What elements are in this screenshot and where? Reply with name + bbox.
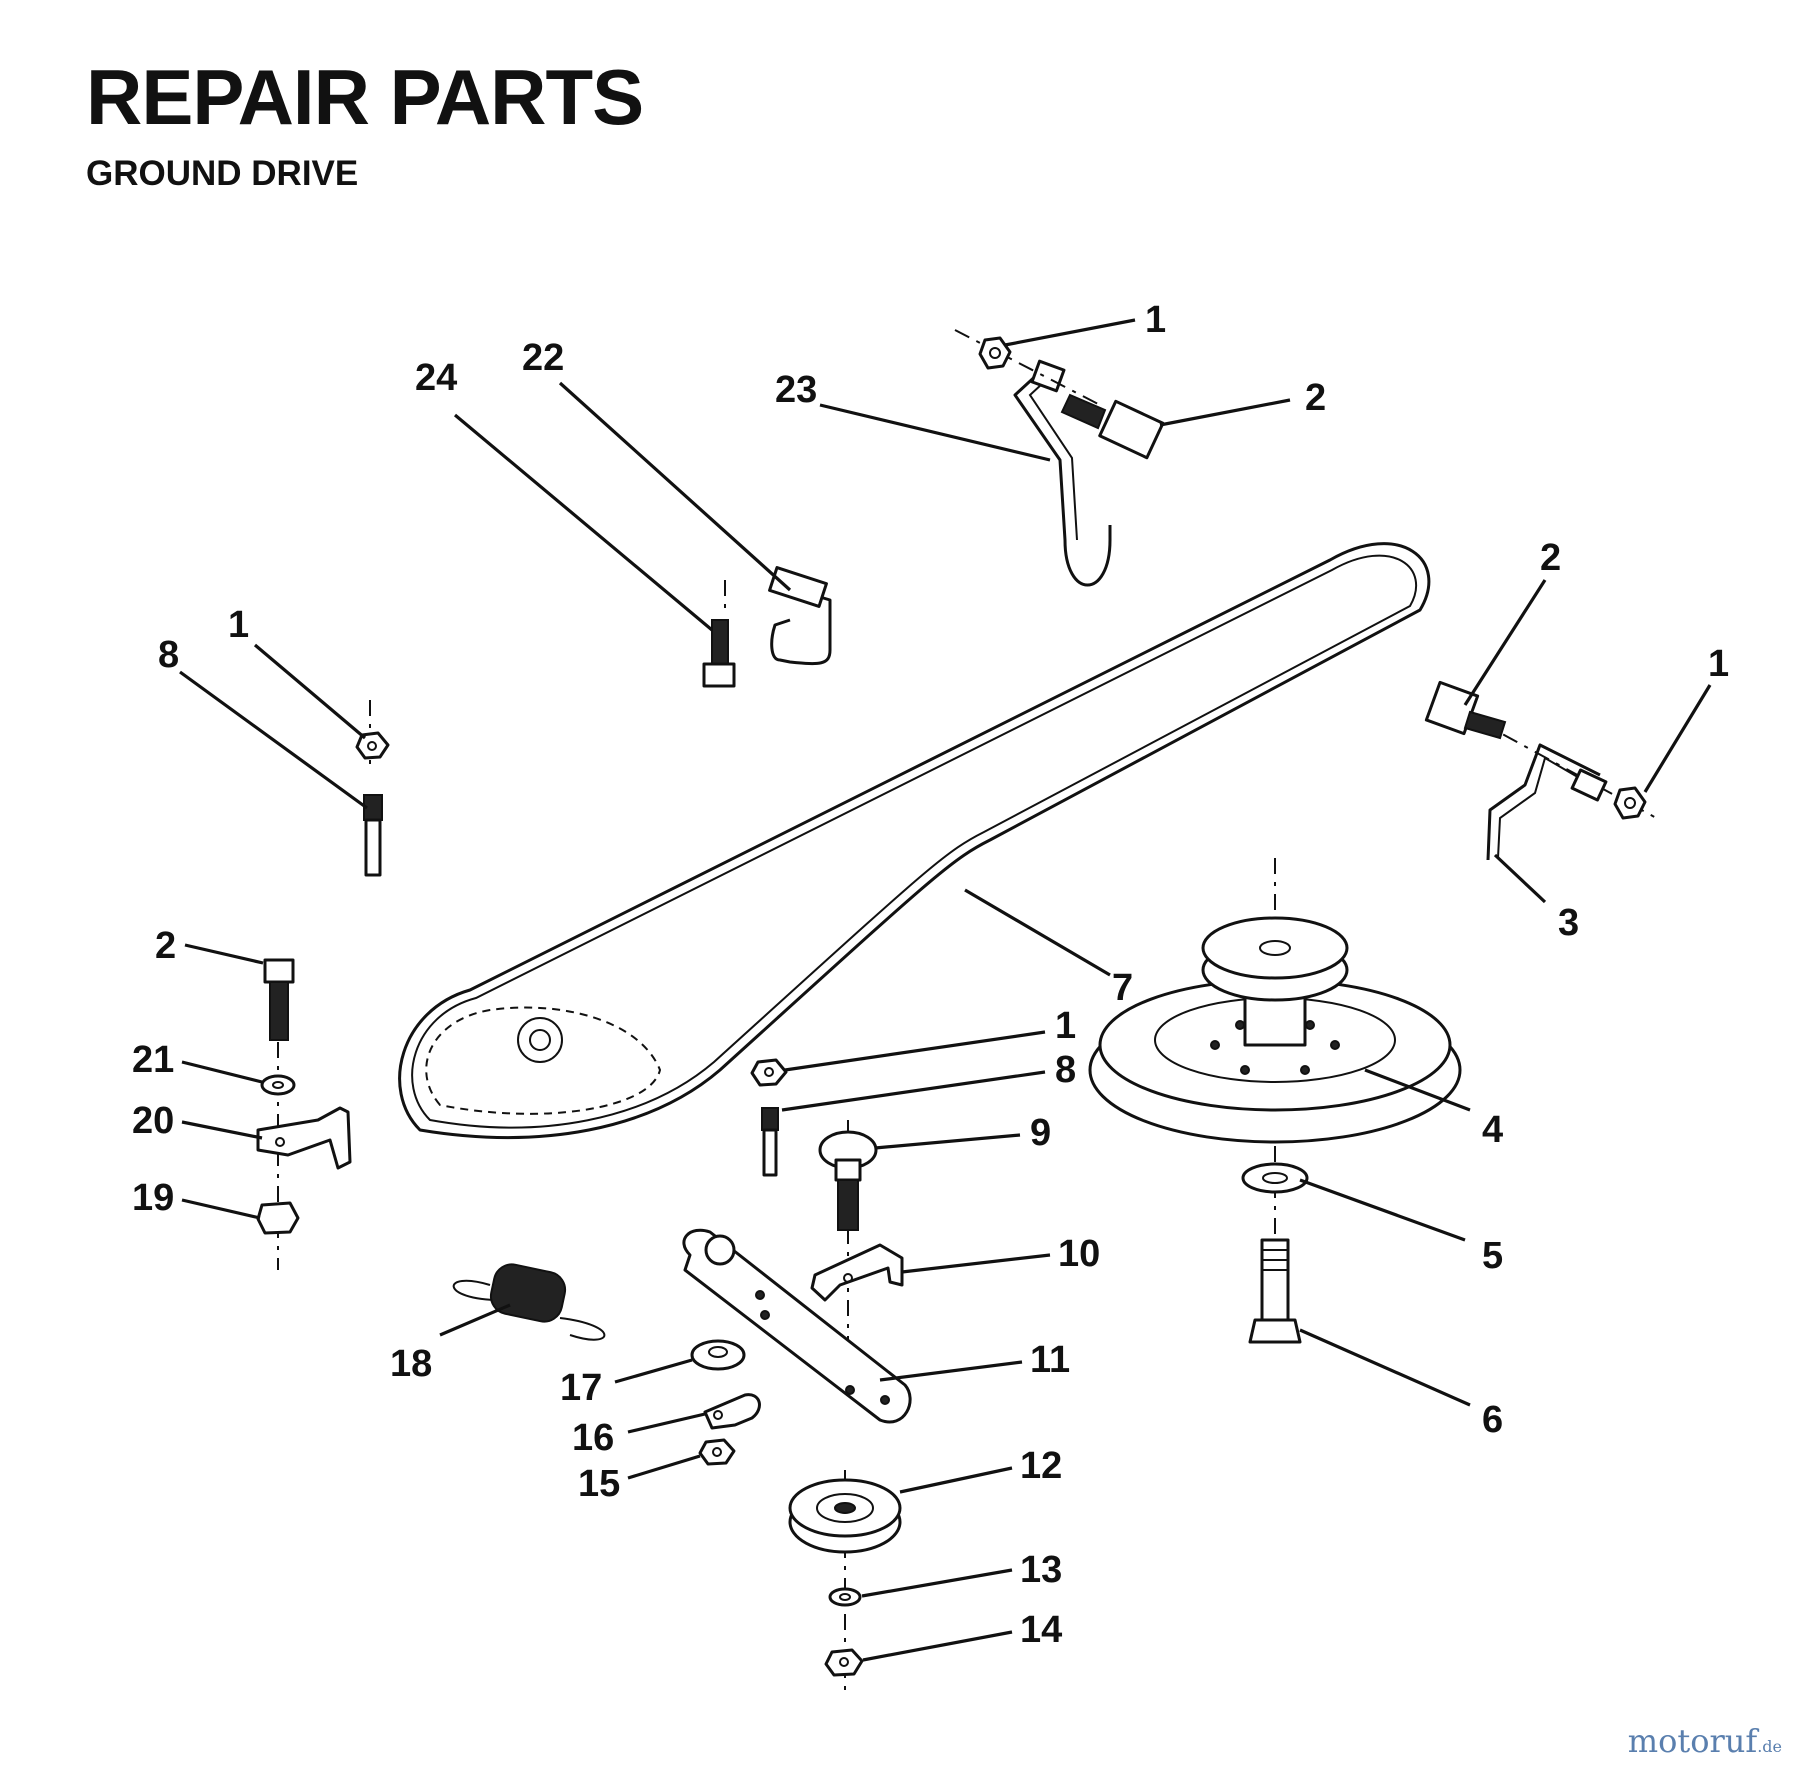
engine-pulley[interactable] [1088, 916, 1462, 1144]
hex-flange-screw[interactable] [702, 619, 736, 688]
callout-8-left: 8 [158, 634, 179, 676]
callout-3: 3 [1558, 902, 1579, 944]
callout-1-right: 1 [1708, 643, 1729, 685]
callout-14: 14 [1020, 1609, 1062, 1651]
belt-guide-clip[interactable] [256, 1106, 352, 1170]
callout-18: 18 [390, 1343, 432, 1385]
hex-bolt[interactable] [263, 958, 295, 1041]
callout-1-center: 1 [1055, 1005, 1076, 1047]
hex-bolt[interactable] [1424, 680, 1507, 740]
callout-2-left: 2 [155, 925, 176, 967]
callout-24: 24 [415, 357, 457, 399]
hex-nut[interactable] [978, 336, 1012, 370]
callout-12: 12 [1020, 1445, 1062, 1487]
watermark-tld: .de [1757, 1737, 1782, 1756]
flat-washer[interactable] [1241, 1162, 1309, 1194]
leader-lines [179, 318, 1712, 1662]
spring-clip[interactable] [703, 1393, 761, 1430]
idler-bracket[interactable] [810, 1243, 904, 1302]
hex-bolt[interactable] [1248, 1238, 1302, 1344]
belt-guide-bracket-upper[interactable] [1013, 359, 1112, 587]
callout-17: 17 [560, 1367, 602, 1409]
callout-19: 19 [132, 1177, 174, 1219]
callout-8-center: 8 [1055, 1049, 1076, 1091]
callout-21: 21 [132, 1039, 174, 1081]
hex-nut[interactable] [1613, 786, 1647, 820]
callout-5: 5 [1482, 1235, 1503, 1277]
drive-belt[interactable] [398, 542, 1431, 1139]
callout-22: 22 [522, 337, 564, 379]
hex-nut[interactable] [824, 1648, 864, 1677]
callout-7: 7 [1112, 967, 1133, 1009]
belt-guide-bracket-right[interactable] [1486, 743, 1608, 861]
callout-6: 6 [1482, 1399, 1503, 1441]
callout-1-top: 1 [1145, 299, 1166, 341]
hex-nut[interactable] [750, 1058, 788, 1087]
watermark: motoruf.de [1628, 1722, 1782, 1760]
callout-2-right: 2 [1540, 537, 1561, 579]
callout-11: 11 [1030, 1339, 1070, 1381]
shoulder-stud[interactable] [363, 794, 383, 877]
flat-washer[interactable] [828, 1587, 862, 1607]
callout-13: 13 [1020, 1549, 1062, 1591]
carriage-bolt[interactable] [818, 1130, 878, 1231]
hex-nut[interactable] [355, 731, 390, 760]
spacer[interactable] [690, 1339, 746, 1371]
extension-spring[interactable] [452, 1261, 606, 1341]
belt-guide-bracket-left[interactable] [724, 566, 832, 665]
callout-23: 23 [775, 369, 817, 411]
callout-16: 16 [572, 1417, 614, 1459]
page-title: REPAIR PARTS [86, 53, 644, 141]
callout-20: 20 [132, 1100, 174, 1142]
callout-10: 10 [1058, 1233, 1100, 1275]
callout-2-top: 2 [1305, 377, 1326, 419]
hex-bolt[interactable] [1060, 393, 1165, 460]
callout-1-left: 1 [228, 604, 249, 646]
idler-pulley[interactable] [788, 1478, 902, 1554]
hex-nut[interactable] [698, 1438, 736, 1466]
callout-4: 4 [1482, 1109, 1503, 1151]
idler-arm[interactable] [682, 1228, 912, 1424]
hex-nut[interactable] [256, 1201, 300, 1235]
shoulder-stud[interactable] [761, 1107, 779, 1177]
flat-washer[interactable] [260, 1074, 296, 1096]
watermark-name: motoruf [1627, 1722, 1758, 1760]
callout-numbers: 1 2 23 22 24 2 1 3 7 4 5 6 1 8 2 21 20 1… [132, 299, 1729, 1651]
page-subtitle: GROUND DRIVE [86, 154, 359, 193]
callout-15: 15 [578, 1463, 620, 1505]
callout-9: 9 [1030, 1112, 1051, 1154]
